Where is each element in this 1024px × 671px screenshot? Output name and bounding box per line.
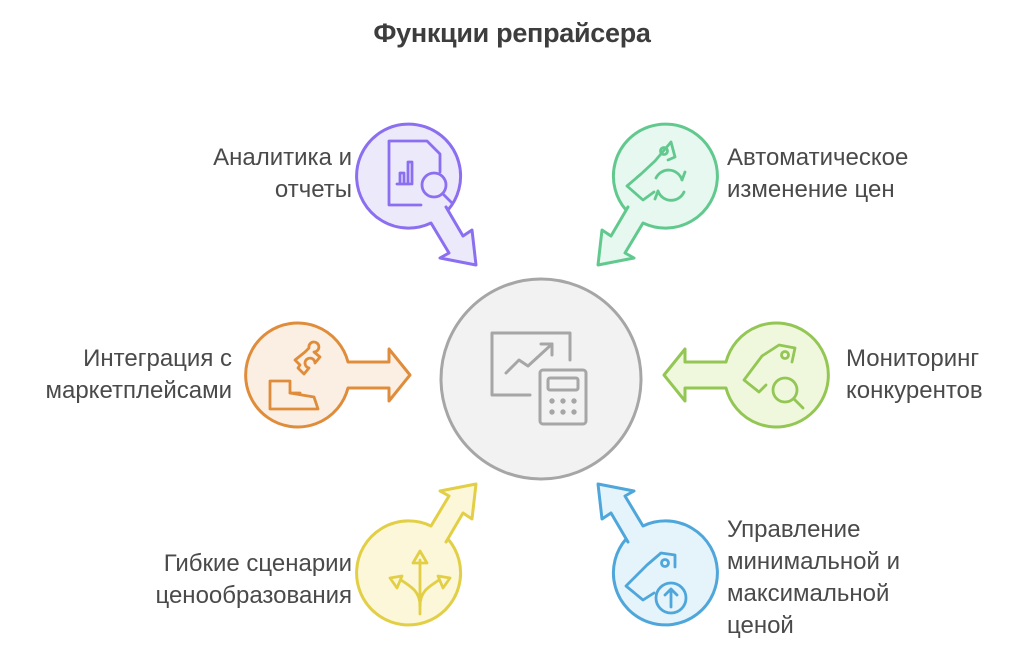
node-analytics — [355, 122, 478, 267]
label-scenarios: Гибкие сценарии ценообразования — [155, 550, 352, 609]
chart-calculator-icon — [490, 331, 588, 426]
hand-puzzle-icon — [268, 340, 322, 411]
split-arrows-icon — [388, 549, 452, 616]
node-auto-pricing — [596, 122, 719, 267]
node-min-max — [596, 482, 719, 627]
price-tag-search-icon — [742, 343, 805, 410]
node-integration — [244, 321, 412, 429]
diagram-title: Функции репрайсера — [373, 18, 651, 48]
node-monitoring — [662, 321, 830, 429]
label-monitoring: Мониторинг конкурентов — [846, 345, 983, 404]
label-integration: Интеграция с маркетплейсами — [45, 345, 232, 404]
center-node — [439, 277, 643, 481]
label-min-max: Управление минимальной и максимальной це… — [727, 516, 901, 639]
node-scenarios — [355, 482, 478, 627]
document-chart-search-icon — [387, 139, 454, 207]
label-analytics: Аналитика и отчеты — [213, 144, 352, 203]
label-auto-pricing: Автоматическое изменение цен — [727, 144, 909, 203]
price-tag-up-icon — [624, 551, 688, 615]
price-tag-refresh-icon — [625, 140, 687, 202]
